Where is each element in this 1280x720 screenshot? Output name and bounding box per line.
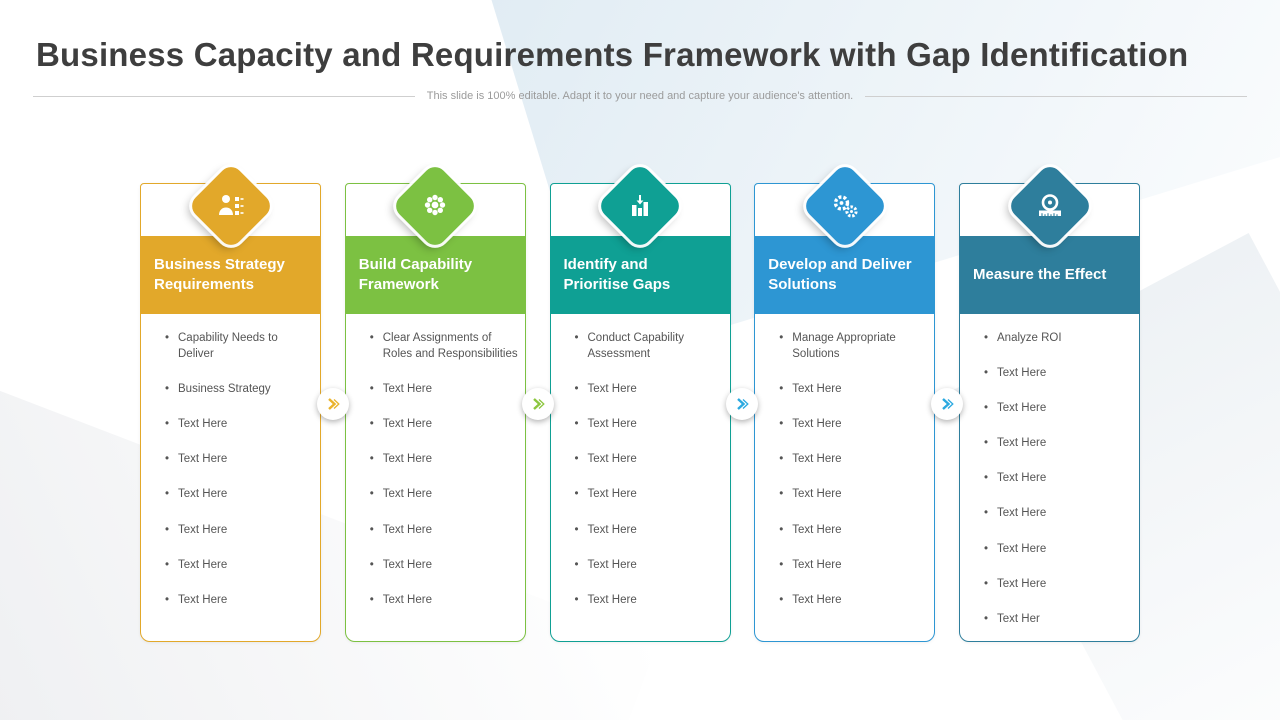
column-measure-the-effect: Measure the Effect Analyze ROI Text Here… [959, 162, 1140, 642]
bullet-item: Text Here [984, 505, 1133, 521]
bullet-item: Business Strategy [165, 381, 314, 397]
connector-4 [931, 388, 963, 420]
connector-3 [726, 388, 758, 420]
bullet-item: Text Here [779, 557, 928, 573]
column-title: Build Capability Framework [358, 255, 473, 293]
card-top-spacer [755, 184, 934, 236]
chevron-right-icon [328, 398, 340, 410]
bullet-item: Text Here [779, 416, 928, 432]
bullet-item: Text Here [575, 486, 724, 502]
bullet-item: Text Here [575, 381, 724, 397]
bullet-item: Text Here [984, 435, 1133, 451]
card-top-spacer [141, 184, 320, 236]
bullet-item: Clear Assignments of Roles and Responsib… [370, 330, 519, 362]
bullet-item: Text Here [984, 400, 1133, 416]
bullet-item: Text Here [575, 592, 724, 608]
bullet-item: Text Here [370, 522, 519, 538]
subtitle-divider-left [33, 95, 415, 97]
bullet-item: Text Here [165, 592, 314, 608]
bullet-item: Text Here [779, 486, 928, 502]
bullet-item: Analyze ROI [984, 330, 1133, 346]
column-business-strategy-requirements: Business Strategy Requirements Capabilit… [140, 162, 321, 642]
bullet-item: Text Here [165, 451, 314, 467]
column-title: Identify and Prioritise Gaps [563, 255, 671, 293]
bullet-item: Text Here [370, 416, 519, 432]
bullet-item: Text Here [779, 451, 928, 467]
column-header: Build Capability Framework [345, 236, 525, 314]
column-build-capability-framework: Build Capability Framework Clear Assignm… [344, 162, 526, 642]
bullet-item: Text Here [779, 381, 928, 397]
bullet-item: Text Here [575, 557, 724, 573]
bullet-item: Text Here [165, 486, 314, 502]
bullet-item: Text Here [984, 365, 1133, 381]
chevron-right-icon [533, 398, 545, 410]
bullet-item: Capability Needs to Deliver [165, 330, 314, 362]
bullet-item: Manage Appropriate Solutions [779, 330, 928, 362]
column-header: Develop and Deliver Solutions [755, 236, 935, 314]
bullet-item: Text Here [984, 470, 1133, 486]
column-bullet-list: Analyze ROI Text Here Text Here Text Her… [960, 314, 1139, 654]
subtitle-row: This slide is 100% editable. Adapt it to… [33, 90, 1247, 102]
column-header: Measure the Effect [960, 236, 1139, 314]
chevron-right-icon [942, 398, 954, 410]
bullet-item: Conduct Capability Assessment [575, 330, 724, 362]
bullet-item: Text Here [370, 592, 519, 608]
card-top-spacer [346, 184, 525, 236]
connector-2 [522, 388, 554, 420]
card-top-spacer [551, 184, 730, 236]
bullet-item: Text Here [575, 522, 724, 538]
subtitle-divider-right [865, 95, 1247, 97]
slide-subtitle: This slide is 100% editable. Adapt it to… [426, 90, 854, 102]
bullet-item: Text Here [370, 557, 519, 573]
column-header: Business Strategy Requirements [141, 236, 320, 314]
column-identify-and-prioritise-gaps: Identify and Prioritise Gaps Conduct Cap… [549, 162, 731, 642]
bullet-item: Text Here [370, 381, 519, 397]
column-develop-and-deliver-solutions: Develop and Deliver Solutions Manage App… [754, 162, 936, 642]
column-bullet-list: Conduct Capability Assessment Text Here … [551, 314, 730, 635]
bullet-item: Text Here [779, 522, 928, 538]
bullet-item: Text Here [165, 557, 314, 573]
bullet-item: Text Her [984, 611, 1133, 627]
bullet-item: Text Here [575, 416, 724, 432]
column-header: Identify and Prioritise Gaps [550, 236, 730, 314]
card-top-spacer [960, 184, 1139, 236]
column-title: Develop and Deliver Solutions [768, 255, 912, 293]
column-bullet-list: Capability Needs to Deliver Business Str… [141, 314, 320, 635]
column-bullet-list: Clear Assignments of Roles and Responsib… [346, 314, 525, 635]
cards-row: Business Strategy Requirements Capabilit… [140, 162, 1140, 642]
column-bullet-list: Manage Appropriate Solutions Text Here T… [755, 314, 934, 635]
bullet-item: Text Here [370, 451, 519, 467]
column-title: Measure the Effect [973, 265, 1107, 283]
bullet-item: Text Here [165, 522, 314, 538]
bullet-item: Text Here [984, 576, 1133, 592]
bullet-item: Text Here [575, 451, 724, 467]
connector-1 [317, 388, 349, 420]
bullet-item: Text Here [984, 541, 1133, 557]
slide-title: Business Capacity and Requirements Frame… [36, 36, 1189, 73]
bullet-item: Text Here [165, 416, 314, 432]
chevron-right-icon [737, 398, 749, 410]
column-title: Business Strategy Requirements [154, 255, 285, 293]
bullet-item: Text Here [779, 592, 928, 608]
bullet-item: Text Here [370, 486, 519, 502]
